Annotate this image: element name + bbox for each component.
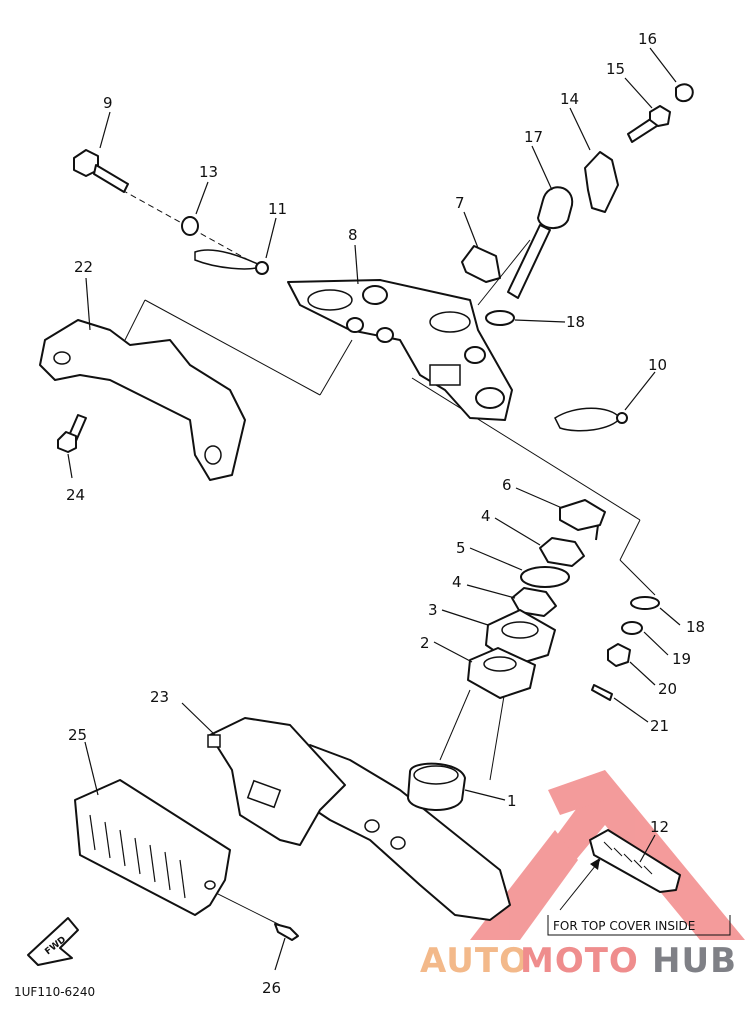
- note-bracket: [547, 858, 731, 936]
- label-9: 9: [103, 94, 113, 112]
- drawing-code: 1UF110-6240: [14, 985, 95, 999]
- label-16: 16: [638, 30, 657, 48]
- label-12: 12: [650, 818, 669, 836]
- part-18-washer-top: [485, 310, 515, 326]
- part-4-nut-upper: [539, 537, 585, 567]
- label-19: 19: [672, 650, 691, 668]
- label-11: 11: [268, 200, 287, 218]
- label-6: 6: [502, 476, 512, 494]
- label-20: 20: [658, 680, 677, 698]
- part-24-screw: [57, 414, 87, 453]
- watermark-auto: AUTO: [420, 941, 529, 981]
- part-22-bracket: [39, 319, 246, 481]
- label-10: 10: [648, 356, 667, 374]
- part-6-lock-washer: [559, 499, 606, 541]
- part-26-screw: [274, 923, 299, 941]
- label-23: 23: [150, 688, 169, 706]
- label-13: 13: [199, 163, 218, 181]
- part-7-cap: [461, 245, 501, 283]
- part-13-washer: [181, 216, 199, 236]
- part-5-washer: [520, 566, 570, 588]
- label-17: 17: [524, 128, 543, 146]
- leader-lines: [67, 47, 681, 971]
- part-14-clamp: [584, 151, 619, 213]
- label-18-right: 18: [686, 618, 705, 636]
- label-18-top: 18: [566, 313, 585, 331]
- label-24: 24: [66, 486, 85, 504]
- label-3: 3: [428, 601, 438, 619]
- part-25-cover: [74, 779, 231, 916]
- part-8-upper-bracket: [287, 279, 513, 421]
- part-2-bearing-race: [467, 647, 536, 699]
- watermark-text: AUTO MOTO HUB: [420, 941, 737, 981]
- label-8: 8: [348, 226, 358, 244]
- part-labels: 9 13 11 8 7 17 14 15 16 18 10 22 24 6 4 …: [66, 30, 705, 997]
- note-text: FOR TOP COVER INSIDE: [553, 919, 695, 933]
- fwd-arrow: [27, 917, 79, 966]
- label-4-upper: 4: [481, 507, 491, 525]
- label-5: 5: [456, 539, 466, 557]
- watermark-moto: MOTO: [520, 941, 639, 981]
- part-19-washer: [621, 621, 643, 635]
- label-7: 7: [455, 194, 465, 212]
- part-23-bracket: [207, 717, 346, 846]
- part-17-stalk: [507, 186, 574, 299]
- part-16-cap: [675, 83, 694, 103]
- part-15-screw: [627, 105, 671, 143]
- label-25: 25: [68, 726, 87, 744]
- watermark-hub: HUB: [652, 941, 737, 981]
- label-26: 26: [262, 979, 281, 997]
- label-4-lower: 4: [452, 573, 462, 591]
- part-11-clip: [194, 249, 269, 275]
- label-21: 21: [650, 717, 669, 735]
- part-18-washer-right: [630, 596, 660, 610]
- part-20-nut: [607, 643, 631, 667]
- part-10-clip: [554, 407, 628, 432]
- part-12-label: [589, 829, 681, 893]
- label-22: 22: [74, 258, 93, 276]
- part-9-bolt: [73, 149, 129, 193]
- label-2: 2: [420, 634, 430, 652]
- part-1-steering-stem: [299, 744, 511, 921]
- label-1: 1: [507, 792, 517, 810]
- part-21-bolt: [591, 684, 613, 701]
- label-14: 14: [560, 90, 579, 108]
- label-15: 15: [606, 60, 625, 78]
